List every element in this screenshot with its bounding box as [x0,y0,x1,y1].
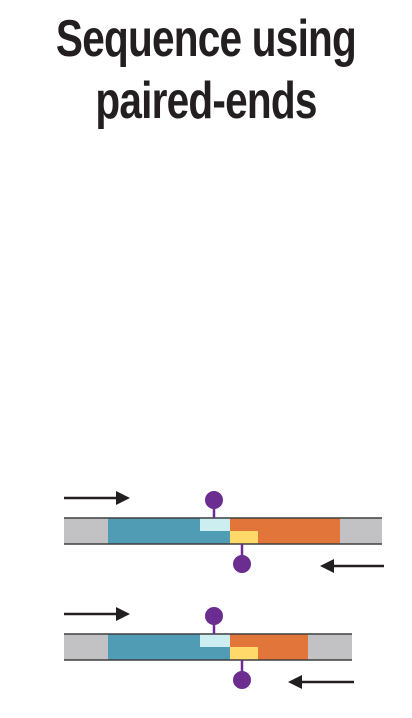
read-pair-1 [64,491,384,573]
title-line-2: paired-ends [95,72,317,130]
reverse-read-arrow [288,675,354,689]
marker-top-icon [205,491,223,518]
marker-bottom-icon [233,660,251,689]
reverse-read-arrow [320,559,384,573]
junction-right [230,531,258,544]
read-pair-2 [64,607,354,689]
right-flank [308,634,352,660]
title-line-1: Sequence using [55,10,357,68]
junction-right [230,647,258,660]
marker-top-icon [205,607,223,634]
junction-left [200,518,230,531]
junction-left [200,634,230,647]
forward-read-arrow [64,491,130,505]
left-flank [64,634,108,660]
forward-read-arrow [64,607,130,621]
page-title: Sequence using paired-ends [0,8,412,132]
left-flank [64,518,108,544]
paired-end-diagram [64,491,384,689]
marker-bottom-icon [233,544,251,573]
right-flank [340,518,382,544]
